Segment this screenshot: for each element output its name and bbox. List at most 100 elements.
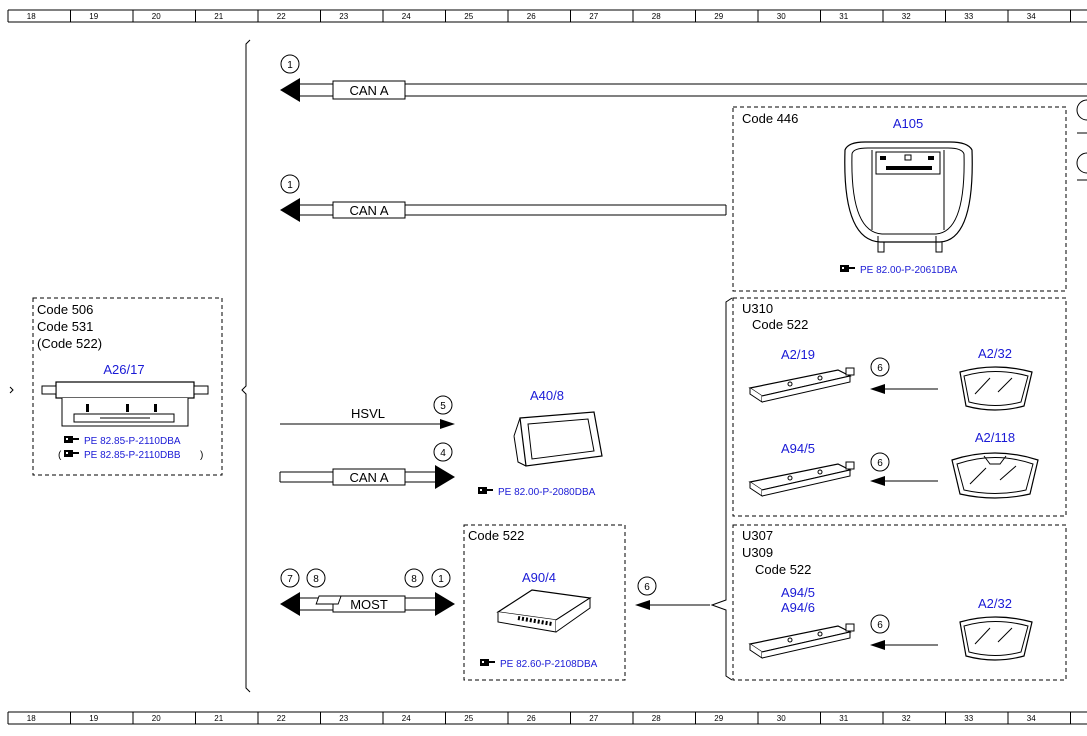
- connector-number: 1: [287, 60, 293, 71]
- pe-a90-4-link[interactable]: PE 82.60-P-2108DBA: [500, 659, 598, 670]
- a90-4-label[interactable]: A90/4: [522, 570, 556, 585]
- ruler-label: 34: [1027, 12, 1036, 21]
- most-bus: MOST 7 8 8 1: [280, 568, 455, 616]
- code-522-label: Code 522: [468, 528, 524, 543]
- ruler-label: 21: [214, 12, 223, 21]
- a94-6-label[interactable]: A94/6: [781, 600, 815, 615]
- connector-circle: [433, 442, 453, 462]
- most-label: MOST: [350, 597, 388, 612]
- ruler-label: 19: [89, 12, 98, 21]
- ruler-label: 30: [777, 12, 786, 21]
- ruler-label: 22: [277, 12, 286, 21]
- can-a-label: CAN A: [349, 203, 388, 218]
- can-a-bus-2: CAN A 1: [280, 174, 727, 222]
- ruler-label: 28: [652, 714, 661, 723]
- code-531-label: Code 531: [37, 319, 93, 334]
- pe-a26-17-link-2[interactable]: PE 82.85-P-2110DBB: [84, 450, 181, 461]
- connector-circle: [404, 568, 424, 588]
- windshield-icon: [951, 452, 1039, 499]
- left-edge-marker: [9, 386, 14, 394]
- ruler-label: 27: [589, 12, 598, 21]
- ruler-label: 31: [839, 714, 848, 723]
- connector-number: 5: [440, 401, 446, 412]
- ruler-label: 23: [339, 12, 348, 21]
- connector-circle: [870, 452, 890, 472]
- connector-number: 4: [440, 448, 446, 459]
- ruler-label: 27: [589, 714, 598, 723]
- antenna-amplifier-icon: [748, 367, 855, 403]
- u310-label: U310: [742, 301, 773, 316]
- ruler-label: 23: [339, 714, 348, 723]
- pe-reference-icon: [478, 487, 493, 494]
- ruler-label: 22: [277, 714, 286, 723]
- pe-reference-icon: [480, 659, 495, 666]
- can-a-bus-3: CAN A 4: [279, 442, 455, 489]
- pe-a105-link[interactable]: PE 82.00-P-2061DBA: [860, 265, 958, 276]
- ruler-label: 20: [152, 714, 161, 723]
- ruler-label: 34: [1027, 714, 1036, 723]
- a2-19-label[interactable]: A2/19: [781, 347, 815, 362]
- pe-a40-8-link[interactable]: PE 82.00-P-2080DBA: [498, 487, 596, 498]
- ruler-label: 28: [652, 12, 661, 21]
- connector-number: 8: [313, 574, 319, 585]
- ruler-label: 33: [964, 714, 973, 723]
- right-edge-fragments: [1076, 99, 1087, 181]
- ruler-label: 31: [839, 12, 848, 21]
- connector-number: 7: [287, 574, 293, 585]
- connector-circle: [431, 568, 451, 588]
- ruler-label: 18: [27, 12, 36, 21]
- code-522-paren-label: (Code 522): [37, 336, 102, 351]
- pe-a26-17-link-1[interactable]: PE 82.85-P-2110DBA: [84, 436, 181, 447]
- connector-number: 1: [438, 574, 444, 585]
- code-522-label: Code 522: [755, 562, 811, 577]
- a2-118-label[interactable]: A2/118: [975, 430, 1015, 445]
- a40-8-group: A40/8 PE 82.00-P-2080DBA: [478, 388, 603, 498]
- code-522-label: Code 522: [752, 317, 808, 332]
- a94-5-label[interactable]: A94/5: [781, 585, 815, 600]
- pe-reference-icon: [64, 436, 79, 443]
- a94-5-label[interactable]: A94/5: [781, 441, 815, 456]
- u307-label: U307: [742, 528, 773, 543]
- paren-open: (: [58, 450, 62, 461]
- overhead-control-panel-icon: [844, 141, 973, 253]
- right-bracket: [710, 297, 733, 681]
- ruler-label: 18: [27, 714, 36, 723]
- rear-window-icon: [959, 616, 1033, 661]
- a2-32-label[interactable]: A2/32: [978, 346, 1012, 361]
- a40-8-label[interactable]: A40/8: [530, 388, 564, 403]
- connector-number: 6: [877, 620, 883, 631]
- hsvl-line: HSVL 5: [280, 395, 455, 429]
- a2-32-label[interactable]: A2/32: [978, 596, 1012, 611]
- ruler-label: 25: [464, 12, 473, 21]
- ruler-label: 26: [527, 714, 536, 723]
- connector-number: 6: [877, 363, 883, 374]
- ruler-label: 32: [902, 12, 911, 21]
- ruler-label: 20: [152, 12, 161, 21]
- control-unit-icon: [41, 381, 209, 427]
- a26-17-label[interactable]: A26/17: [103, 362, 144, 377]
- paren-close: ): [200, 450, 203, 461]
- display-screen-icon: [513, 411, 603, 467]
- connector-circle: [433, 395, 453, 415]
- can-a-bus-1: CAN A 1: [280, 54, 1087, 102]
- hsvl-label: HSVL: [351, 406, 385, 421]
- connector-circle: [870, 357, 890, 377]
- code-522-a90-4-group: Code 522 A90/4 PE 82.60-P-2108DBA: [315, 524, 626, 681]
- antenna-amplifier-icon: [748, 623, 855, 659]
- code-506-label: Code 506: [37, 302, 93, 317]
- connector-circle: [280, 54, 300, 74]
- ruler-label: 30: [777, 714, 786, 723]
- pe-reference-icon: [64, 450, 79, 457]
- signal-6-to-a90-4: 6: [635, 576, 710, 610]
- a105-label[interactable]: A105: [893, 116, 923, 131]
- connector-circle: [870, 614, 890, 634]
- connector-circle: [306, 568, 326, 588]
- ruler-label: 29: [714, 12, 723, 21]
- ruler-label: 32: [902, 714, 911, 723]
- u310-group: U310 Code 522 A2/19 6 A2/32 A94/5: [732, 297, 1067, 517]
- can-a-label: CAN A: [349, 470, 388, 485]
- ruler-label: 24: [402, 714, 411, 723]
